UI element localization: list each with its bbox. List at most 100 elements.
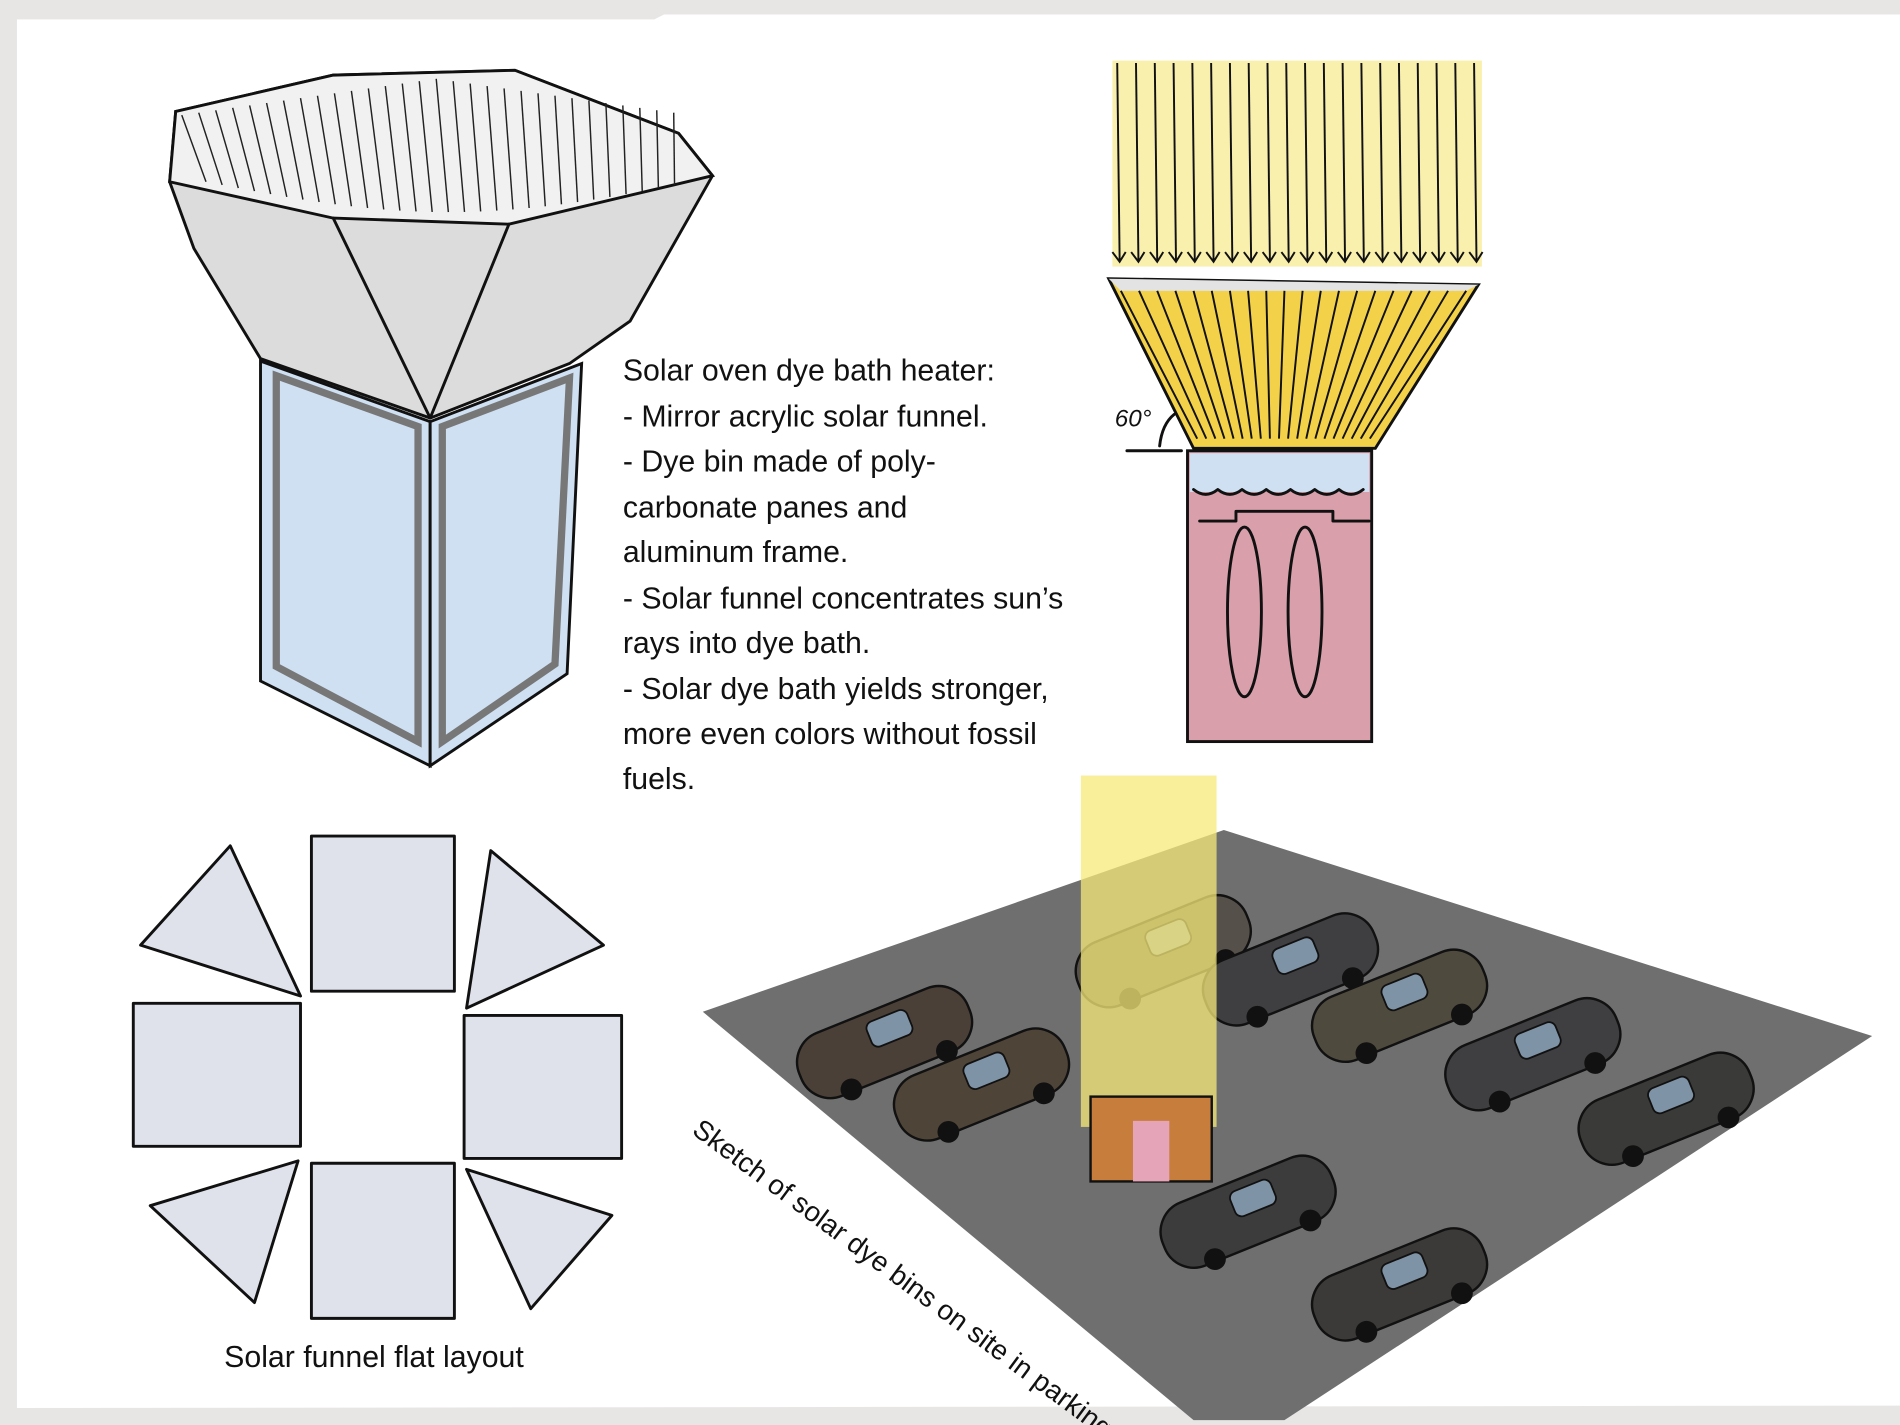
sun-ray [1397, 62, 1403, 261]
sun-ray [1416, 62, 1422, 261]
hatch-line [588, 100, 595, 200]
parked-car [795, 984, 974, 1101]
sun-ray [1265, 290, 1271, 439]
ray-arrow-icon [1130, 251, 1146, 264]
ray-arrow-icon [1111, 251, 1127, 264]
sun-ray [1323, 290, 1377, 439]
hatch-line [486, 85, 498, 211]
sun-ray [1322, 62, 1328, 261]
parked-car [1310, 948, 1489, 1065]
funnel-bin-illustration [168, 68, 716, 769]
parked-car [1444, 997, 1622, 1113]
description-line: rays into dye bath. [623, 627, 870, 660]
description-line: - Solar funnel concentrates sun’s [623, 582, 1063, 615]
ray-arrow-icon [1318, 251, 1334, 264]
hatch-line [571, 98, 579, 203]
ray-arrow-icon [1468, 251, 1484, 264]
sun-ray [1174, 290, 1226, 439]
sun-ray [1135, 62, 1140, 261]
sun-ray [1314, 290, 1359, 439]
hatch-line [418, 81, 433, 212]
flat-panel [309, 834, 456, 993]
hatch-line [605, 102, 611, 197]
hatch-line [452, 81, 466, 212]
parked-car [892, 1027, 1071, 1143]
hatch-line [367, 88, 385, 210]
flat-triangle [148, 1159, 300, 1305]
description-line: more even colors without fossil [623, 718, 1037, 751]
description-line: fuels. [623, 763, 695, 796]
hatch-line [656, 110, 660, 189]
sun-ray [1172, 62, 1177, 261]
sun-ray [1285, 62, 1290, 261]
parked-car [1577, 1051, 1755, 1168]
hatch-line [350, 90, 369, 209]
hatch-line [384, 85, 401, 211]
hatch-line [639, 107, 643, 192]
sun-ray [1341, 290, 1413, 440]
hatch-line [333, 93, 353, 207]
sun-ray [1119, 290, 1199, 440]
hatch-line [316, 95, 336, 205]
description-line: aluminum frame. [623, 536, 849, 569]
hatch-line [537, 93, 547, 207]
sun-ray [1247, 62, 1253, 261]
sun-ray [1296, 290, 1322, 439]
ray-arrow-icon [1355, 251, 1371, 264]
description-block: Solar oven dye bath heater: - Mirror acr… [623, 354, 1063, 795]
sun-ray [1156, 290, 1217, 440]
hatch-line [401, 83, 417, 212]
hatch-line [231, 107, 256, 192]
description-line: carbonate panes and [623, 491, 908, 524]
sun-ray [1369, 290, 1468, 440]
flat-panel [462, 1013, 624, 1160]
description-line: - Dye bin made of poly- [623, 445, 936, 478]
ray-arrow-icon [1167, 251, 1183, 264]
ray-arrow-icon [1393, 251, 1409, 264]
sun-ray [1138, 290, 1208, 440]
sun-ray [1210, 290, 1244, 439]
sun-ray [1278, 290, 1286, 439]
ray-arrow-icon [1430, 251, 1446, 264]
hatch-line [214, 110, 240, 189]
hatch-line [435, 78, 450, 213]
ray-arrow-icon [1224, 251, 1240, 264]
flat-triangle [139, 844, 302, 998]
sun-beam [1080, 775, 1217, 1127]
flat-panel [131, 1001, 302, 1148]
hatch-line [282, 100, 304, 200]
angle-label: 60° [1115, 406, 1152, 433]
sun-ray [1332, 290, 1395, 440]
description-line: - Mirror acrylic solar funnel. [623, 401, 988, 434]
hatch-line [469, 83, 482, 212]
sun-ray [1305, 290, 1340, 439]
sun-ray [1304, 62, 1309, 261]
sun-ray [1454, 62, 1459, 261]
hatch-line [181, 114, 207, 183]
sun-ray [1247, 290, 1262, 439]
sun-ray [1192, 290, 1235, 439]
flat-triangle [465, 1167, 614, 1311]
ray-arrow-icon [1261, 251, 1277, 264]
sun-ray [1341, 62, 1346, 261]
hatch-line [198, 112, 223, 186]
ray-arrow-icon [1243, 251, 1258, 264]
ray-arrow-icon [1280, 251, 1296, 264]
funnel-flat-layout: Solar funnel flat layout [131, 834, 624, 1374]
sun-ray [1359, 290, 1449, 440]
sun-ray [1435, 62, 1440, 261]
sun-ray [1228, 290, 1253, 439]
hatch-line [554, 95, 563, 205]
sun-ray [1350, 290, 1431, 440]
ray-arrow-icon [1299, 251, 1315, 264]
sun-ray [1266, 62, 1271, 261]
sun-ray [1228, 62, 1234, 261]
hatch-line [520, 90, 530, 209]
hatch-line [622, 105, 627, 195]
flat-layout-caption: Solar funnel flat layout [224, 1341, 524, 1374]
sun-ray [1210, 62, 1215, 261]
flat-triangle [465, 849, 605, 1010]
hatch-line [672, 112, 676, 185]
ray-arrow-icon [1205, 251, 1221, 264]
parked-car [1310, 1227, 1489, 1343]
